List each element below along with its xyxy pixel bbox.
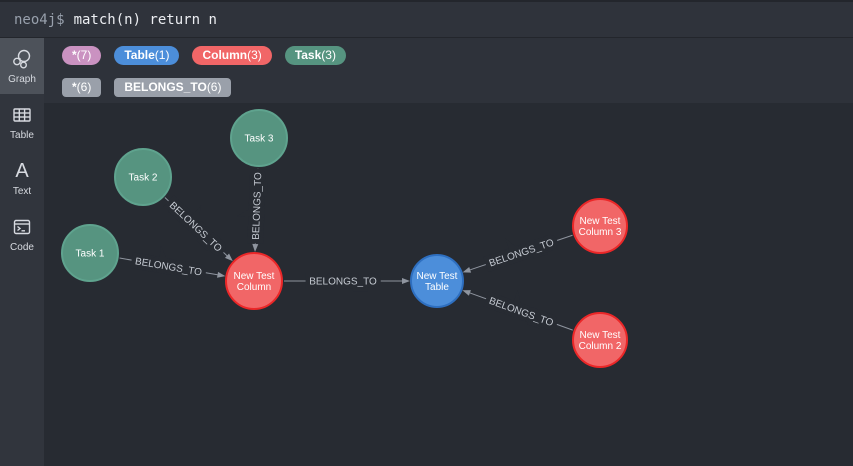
edge-label: BELONGS_TO bbox=[309, 277, 377, 288]
rel-pills-row: *(6) BELONGS_TO(6) bbox=[62, 78, 853, 97]
graph-icon bbox=[11, 47, 33, 71]
node-filter-pill-all[interactable]: *(7) bbox=[62, 46, 102, 65]
graph-edge-belongs_to-task2-new-test-column[interactable]: BELONGS_TO bbox=[162, 196, 233, 262]
sidebar-item-label: Code bbox=[10, 242, 34, 253]
graph-edge-belongs_to-new-test-column-3-new-test-table[interactable]: BELONGS_TO bbox=[462, 233, 573, 274]
graph-node-task1[interactable]: Task 1 bbox=[61, 224, 119, 282]
node-filter-pill-column[interactable]: Column(3) bbox=[192, 46, 272, 65]
rel-filter-pill-belongs_to[interactable]: BELONGS_TO(6) bbox=[114, 78, 232, 97]
view-sidebar: Graph Table A Text Code bbox=[0, 38, 44, 466]
filter-header: *(7) Table(1) Column(3) Task(3) *(6) BELONGS… bbox=[44, 38, 853, 103]
text-icon: A bbox=[15, 160, 29, 182]
sidebar-item-text[interactable]: A Text bbox=[0, 150, 44, 206]
sidebar-item-label: Text bbox=[12, 186, 32, 197]
table-icon bbox=[11, 103, 33, 127]
rel-filter-pill-all[interactable]: *(6) bbox=[62, 78, 102, 97]
graph-edge-belongs_to-new-test-column-2-new-test-table[interactable]: BELONGS_TO bbox=[462, 290, 573, 334]
query-editor-bar[interactable]: neo4j$ match(n) return n bbox=[0, 0, 853, 38]
node-filter-pill-task[interactable]: Task(3) bbox=[284, 46, 346, 65]
edge-label: BELONGS_TO bbox=[488, 237, 556, 269]
node-filter-pill-table[interactable]: Table(1) bbox=[114, 46, 180, 65]
sidebar-item-label: Table bbox=[10, 130, 34, 141]
graph-edge-belongs_to-task1-new-test-column[interactable]: BELONGS_TO bbox=[119, 252, 226, 283]
node-pills-row: *(7) Table(1) Column(3) Task(3) bbox=[62, 46, 853, 65]
editor-query: match(n) return n bbox=[73, 11, 217, 28]
graph-node-task3[interactable]: Task 3 bbox=[230, 109, 288, 167]
graph-edge-belongs_to-new-test-column-new-test-table[interactable]: BELONGS_TO bbox=[284, 272, 410, 292]
sidebar-item-label: Graph bbox=[8, 74, 36, 85]
edge-label: BELONGS_TO bbox=[167, 200, 224, 254]
graph-node-task2[interactable]: Task 2 bbox=[114, 148, 172, 206]
sidebar-item-graph[interactable]: Graph bbox=[0, 38, 44, 94]
graph-edge-belongs_to-task3-new-test-column[interactable]: BELONGS_TO bbox=[246, 167, 269, 253]
sidebar-item-code[interactable]: Code bbox=[0, 206, 44, 262]
edge-label: BELONGS_TO bbox=[134, 256, 203, 278]
edge-label: BELONGS_TO bbox=[487, 296, 555, 329]
editor-prompt: neo4j$ bbox=[14, 11, 65, 28]
edge-label: BELONGS_TO bbox=[251, 172, 264, 240]
sidebar-item-table[interactable]: Table bbox=[0, 94, 44, 150]
code-icon bbox=[11, 215, 33, 239]
